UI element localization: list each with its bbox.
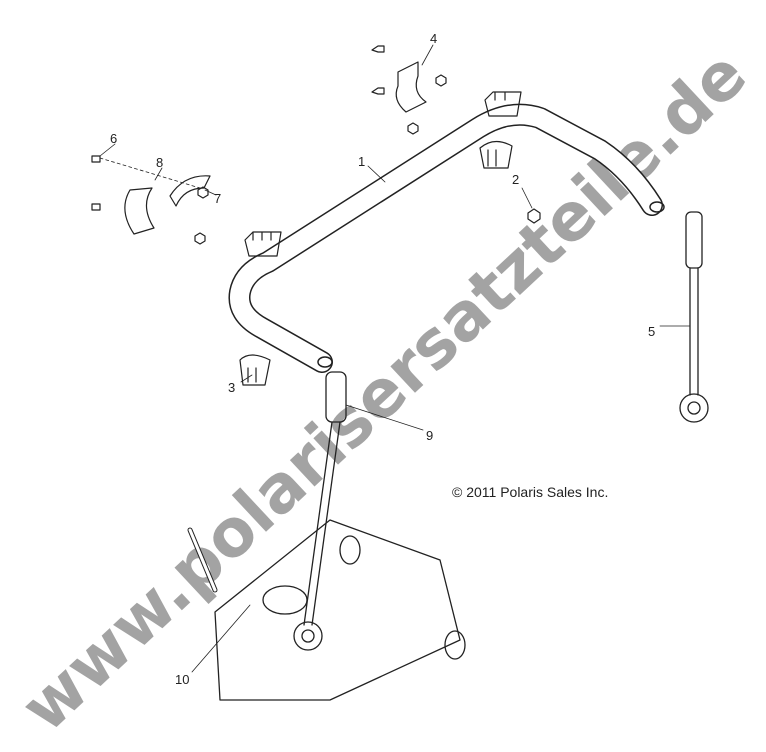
callout-3: 3: [228, 380, 235, 395]
nut: [527, 208, 541, 224]
stabilizer-link-right: [679, 211, 709, 423]
watermark: www.polarisersatzteile.de: [6, 36, 761, 747]
callout-4: 4: [430, 31, 437, 46]
callout-2: 2: [512, 172, 519, 187]
control-arm: [187, 519, 466, 701]
callout-9: 9: [426, 428, 433, 443]
copyright-text: © 2011 Polaris Sales Inc.: [452, 484, 609, 500]
callout-6: 6: [110, 131, 117, 146]
bushings: [239, 91, 522, 386]
leader-lines: [99, 44, 691, 673]
clamp-bracket-left: [91, 155, 211, 245]
stabilizer-bar: [228, 103, 665, 373]
callout-1: 1: [358, 154, 365, 169]
callout-10: 10: [175, 672, 189, 687]
callout-8: 8: [156, 155, 163, 170]
callout-5: 5: [648, 324, 655, 339]
clamp-bracket-upper: [371, 45, 447, 135]
callout-labels: 1 2 3 4 5 6 7 8 9 10: [110, 31, 655, 687]
callout-7: 7: [214, 191, 221, 206]
